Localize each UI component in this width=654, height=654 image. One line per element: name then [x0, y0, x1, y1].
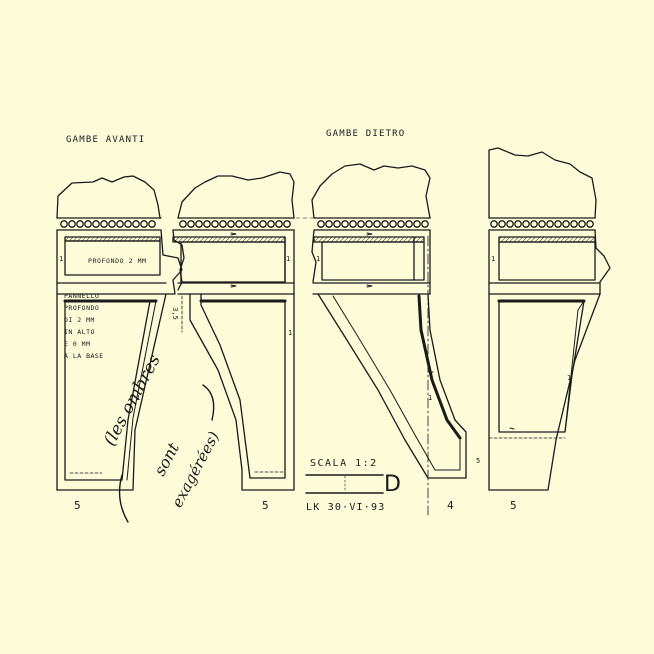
bead [522, 220, 530, 228]
note-line: E 0 MM [64, 340, 91, 348]
bead [373, 220, 381, 228]
dimension-label: 5 [510, 499, 517, 512]
bead [562, 220, 570, 228]
bead [195, 220, 203, 228]
profondo-note: PROFONDO 2 MM [88, 257, 147, 265]
broken-top-edge [488, 147, 597, 219]
marker-1: 1 [59, 255, 64, 263]
bead [243, 220, 251, 228]
bead [538, 220, 546, 228]
bead [490, 220, 498, 228]
bead [235, 220, 243, 228]
bead [68, 220, 76, 228]
bead [100, 220, 108, 228]
bead [148, 220, 156, 228]
broken-top-edge [311, 163, 431, 219]
bead [108, 220, 116, 228]
bead [84, 220, 92, 228]
bead [405, 220, 413, 228]
scale-rules [305, 474, 384, 494]
back-leg-1 [294, 163, 467, 516]
bead [317, 220, 325, 228]
back-leg-2 [488, 147, 611, 491]
bead [554, 220, 562, 228]
marker-1: 1 [428, 394, 433, 402]
bead [259, 220, 267, 228]
marker-1: 1 [288, 329, 293, 337]
bead [211, 220, 219, 228]
pannello-note: PANNELLO PROFONDO DI 2 MM IN ALTO E 0 MM… [64, 290, 104, 362]
bead [498, 220, 506, 228]
marker-1: 1 [491, 255, 496, 263]
scale-label: SCALA 1:2 [310, 458, 378, 469]
bead [333, 220, 341, 228]
bead [140, 220, 148, 228]
front-legs-header: GAMBE AVANTI [66, 135, 146, 145]
bead [325, 220, 333, 228]
bead [124, 220, 132, 228]
back-legs-header: GAMBE DIETRO [326, 129, 406, 139]
bead [546, 220, 554, 228]
bead [92, 220, 100, 228]
dimension-label: 4 [447, 499, 454, 512]
bead [413, 220, 421, 228]
marker-1: 1 [316, 255, 321, 263]
dimension-label: 5 [74, 499, 81, 512]
bead [179, 220, 187, 228]
bead-row [60, 220, 156, 228]
bead [530, 220, 538, 228]
bead [60, 220, 68, 228]
broken-top-edge [56, 175, 161, 219]
marker-1: 1 [567, 374, 572, 382]
bead [506, 220, 514, 228]
broken-top-edge [177, 171, 295, 219]
bead [514, 220, 522, 228]
bead [586, 220, 594, 228]
bead [341, 220, 349, 228]
bead [421, 220, 429, 228]
bead [381, 220, 389, 228]
bead [283, 220, 291, 228]
bead [578, 220, 586, 228]
dimension-label: 5 [262, 499, 269, 512]
signature-date: LK 30·VI·93 [306, 502, 386, 513]
note-line: PROFONDO [64, 304, 100, 312]
handwritten-note-bracket [118, 474, 129, 523]
bead [389, 220, 397, 228]
bead [116, 220, 124, 228]
bead [357, 220, 365, 228]
bead [267, 220, 275, 228]
tick-marks [230, 232, 515, 430]
note-line: DI 2 MM [64, 316, 95, 324]
bead [187, 220, 195, 228]
front-leg-2 [172, 171, 295, 491]
bead [570, 220, 578, 228]
bead [219, 220, 227, 228]
bead [365, 220, 373, 228]
side-depth-label: 3,5 [170, 307, 179, 320]
note-line: A LA BASE [64, 352, 104, 360]
bead [203, 220, 211, 228]
marker-1: 1 [136, 394, 141, 402]
note-line: PANNELLO [64, 292, 100, 300]
front-leg-1 [56, 175, 183, 491]
bead [227, 220, 235, 228]
marker-1: 1 [286, 255, 291, 263]
dimension-label: 5 [476, 457, 481, 465]
sheet-letter: D [384, 472, 401, 497]
note-line: IN ALTO [64, 328, 95, 336]
bead [349, 220, 357, 228]
bead [397, 220, 405, 228]
bead [275, 220, 283, 228]
bead [76, 220, 84, 228]
bead [251, 220, 259, 228]
bead [132, 220, 140, 228]
